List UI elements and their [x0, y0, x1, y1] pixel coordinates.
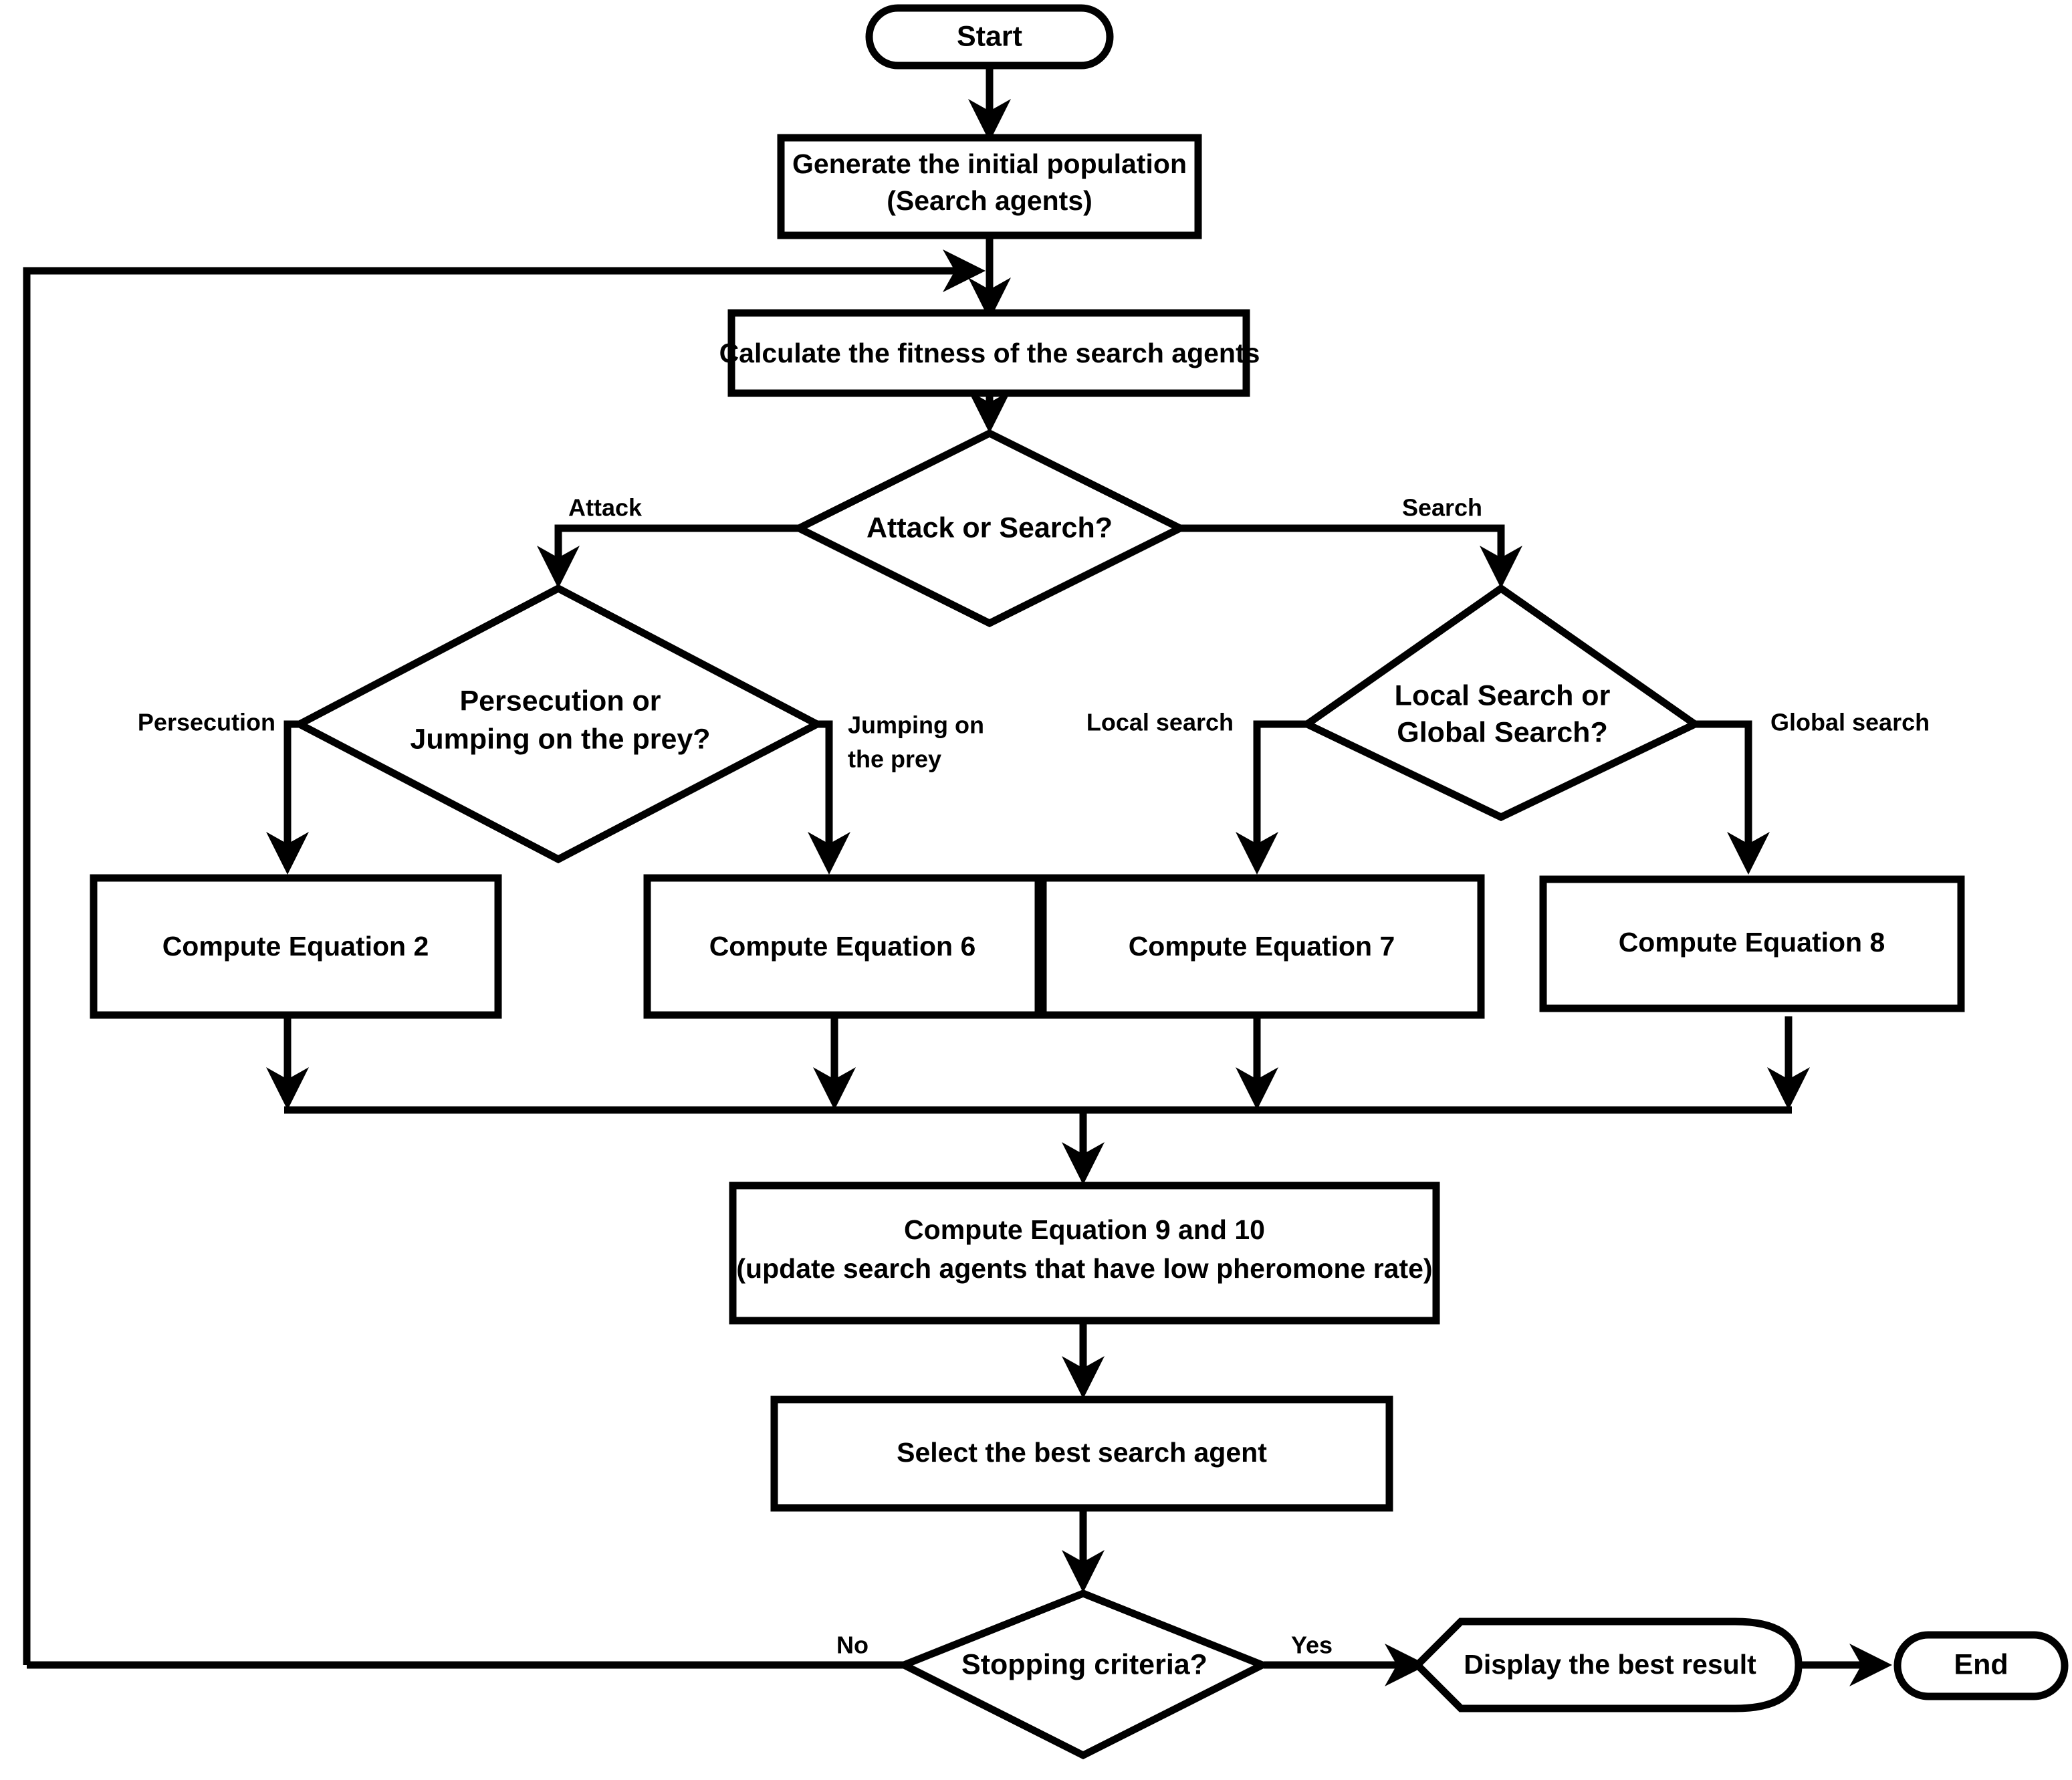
node-compute-equation-9-10[interactable]: Compute Equation 9 and 10 (update search…	[729, 1182, 1440, 1325]
node-eq7-label: Compute Equation 7	[1129, 931, 1395, 962]
node-start-label: Start	[957, 20, 1022, 52]
node-generate-initial-population[interactable]: Generate the initial population (Search …	[777, 134, 1202, 239]
node-init-line1: Generate the initial population	[792, 148, 1187, 179]
node-compute-equation-7[interactable]: Compute Equation 7	[1039, 874, 1485, 1019]
node-eq2-label: Compute Equation 2	[162, 931, 429, 962]
edge-start-to-init	[968, 64, 1011, 142]
node-display-label: Display the best result	[1464, 1649, 1756, 1680]
edge-label-jumping-line2: the prey	[848, 746, 941, 773]
edge-eq910-to-select	[1062, 1321, 1105, 1399]
node-local-global-line2: Global Search?	[1397, 716, 1607, 748]
edge-label-global-search: Global search	[1770, 709, 1930, 736]
node-persecution-line1: Persecution or	[459, 685, 661, 717]
node-attack-or-search[interactable]: Attack or Search?	[790, 429, 1189, 628]
node-compute-equation-8[interactable]: Compute Equation 8	[1539, 875, 1965, 1012]
edge-label-jumping-line1: Jumping on	[848, 711, 984, 739]
edge-search-branch	[1177, 524, 1522, 588]
node-compute-equation-2[interactable]: Compute Equation 2	[90, 874, 502, 1019]
edge-fitness-to-decision1	[968, 391, 1011, 433]
edge-jumping-branch	[808, 720, 850, 875]
edge-init-to-fitness	[968, 235, 1011, 320]
node-init-line2: (Search agents)	[887, 185, 1092, 216]
node-persecution-or-jumping[interactable]: Persecution or Jumping on the prey?	[292, 584, 825, 864]
edge-eq2-to-merge	[266, 1016, 309, 1110]
node-start[interactable]: Start	[865, 4, 1114, 70]
edge-merge-to-eq910	[1062, 1110, 1105, 1185]
edge-label-attack: Attack	[568, 494, 643, 522]
node-end-label: End	[1954, 1648, 2008, 1680]
edge-eq7-to-merge	[1236, 1016, 1278, 1110]
edge-display-to-end	[1792, 1644, 1892, 1686]
node-select-best-label: Select the best search agent	[897, 1437, 1267, 1468]
edge-attack-branch	[537, 524, 802, 588]
node-stopping-label: Stopping criteria?	[961, 1648, 1207, 1680]
node-select-best-agent[interactable]: Select the best search agent	[770, 1396, 1393, 1512]
edge-persecution-branch	[266, 720, 309, 875]
edge-label-no: No	[836, 1632, 869, 1659]
node-stopping-criteria[interactable]: Stopping criteria?	[895, 1589, 1272, 1760]
node-eq8-label: Compute Equation 8	[1619, 927, 1885, 958]
edge-local-search-branch	[1236, 720, 1310, 875]
node-persecution-line2: Jumping on the prey?	[410, 723, 710, 755]
edge-select-to-stopping	[1062, 1508, 1105, 1593]
node-end[interactable]: End	[1893, 1631, 2069, 1700]
edge-global-search-branch	[1692, 720, 1770, 875]
node-eq910-line1: Compute Equation 9 and 10	[904, 1214, 1265, 1245]
node-display-best-result[interactable]: Display the best result	[1412, 1618, 1803, 1712]
edge-feedback-loop	[23, 249, 986, 1665]
node-calc-fitness-label: Calculate the fitness of the search agen…	[719, 338, 1260, 368]
node-eq6-label: Compute Equation 6	[709, 931, 976, 962]
edge-label-local-search: Local search	[1086, 709, 1234, 736]
node-attack-or-search-label: Attack or Search?	[867, 512, 1113, 544]
node-compute-equation-6[interactable]: Compute Equation 6	[643, 874, 1042, 1019]
node-local-global-line1: Local Search or	[1395, 679, 1611, 711]
edge-eq8-to-merge	[1767, 1016, 1810, 1110]
edge-label-persecution: Persecution	[138, 709, 275, 736]
node-eq910-line2: (update search agents that have low pher…	[736, 1253, 1432, 1284]
node-calculate-fitness[interactable]: Calculate the fitness of the search agen…	[719, 309, 1260, 397]
edge-yes-branch	[1264, 1644, 1427, 1686]
edge-eq6-to-merge	[813, 1016, 856, 1110]
node-local-or-global[interactable]: Local Search or Global Search?	[1300, 584, 1702, 822]
edge-label-search: Search	[1402, 494, 1482, 522]
edge-label-yes: Yes	[1291, 1632, 1333, 1659]
